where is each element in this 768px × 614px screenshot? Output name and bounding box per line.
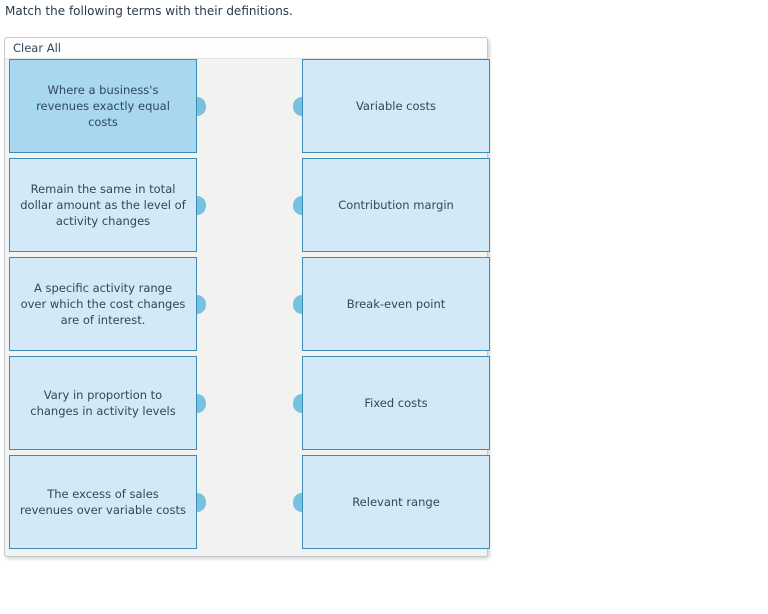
- clear-all-button[interactable]: Clear All: [13, 41, 61, 55]
- connector-nub-icon[interactable]: [293, 393, 302, 413]
- term-card[interactable]: Contribution margin: [293, 158, 490, 252]
- connector-nub-icon[interactable]: [293, 492, 302, 512]
- connector-nub-icon[interactable]: [197, 195, 206, 215]
- definition-card[interactable]: A specific activity range over which the…: [9, 257, 206, 351]
- definition-card-label: Where a business's revenues exactly equa…: [36, 83, 170, 129]
- definition-card[interactable]: Remain the same in total dollar amount a…: [9, 158, 206, 252]
- matching-panel: Clear All Where a business's revenues ex…: [4, 37, 490, 557]
- connector-nub-icon[interactable]: [197, 96, 206, 116]
- term-card-label: Fixed costs: [364, 396, 428, 410]
- connector-nub-icon[interactable]: [197, 492, 206, 512]
- connector-nub-icon[interactable]: [293, 96, 302, 116]
- connector-nub-icon[interactable]: [197, 393, 206, 413]
- definition-card-label: A specific activity range over which the…: [20, 281, 186, 327]
- panel-header: Clear All: [5, 38, 487, 59]
- matching-board: Where a business's revenues exactly equa…: [5, 59, 490, 556]
- term-card-label: Relevant range: [352, 495, 440, 509]
- term-card[interactable]: Variable costs: [293, 59, 490, 153]
- definition-card-label: Vary in proportion to changes in activit…: [30, 388, 176, 418]
- term-card-label: Variable costs: [355, 99, 437, 113]
- definition-card[interactable]: The excess of sales revenues over variab…: [9, 455, 206, 549]
- definition-card[interactable]: Vary in proportion to changes in activit…: [9, 356, 206, 450]
- definition-card-label: Remain the same in total dollar amount a…: [20, 182, 186, 228]
- definitions-column: Where a business's revenues exactly equa…: [9, 59, 206, 554]
- connector-nub-icon[interactable]: [293, 195, 302, 215]
- definition-card[interactable]: Where a business's revenues exactly equa…: [9, 59, 206, 153]
- exercise-prompt: Match the following terms with their def…: [5, 4, 293, 18]
- term-card[interactable]: Break-even point: [293, 257, 490, 351]
- definition-card-label: The excess of sales revenues over variab…: [20, 487, 186, 517]
- term-card-label: Break-even point: [346, 297, 446, 311]
- term-card-label: Contribution margin: [338, 198, 454, 212]
- connector-nub-icon[interactable]: [197, 294, 206, 314]
- term-card[interactable]: Relevant range: [293, 455, 490, 549]
- term-card[interactable]: Fixed costs: [293, 356, 490, 450]
- connector-nub-icon[interactable]: [293, 294, 302, 314]
